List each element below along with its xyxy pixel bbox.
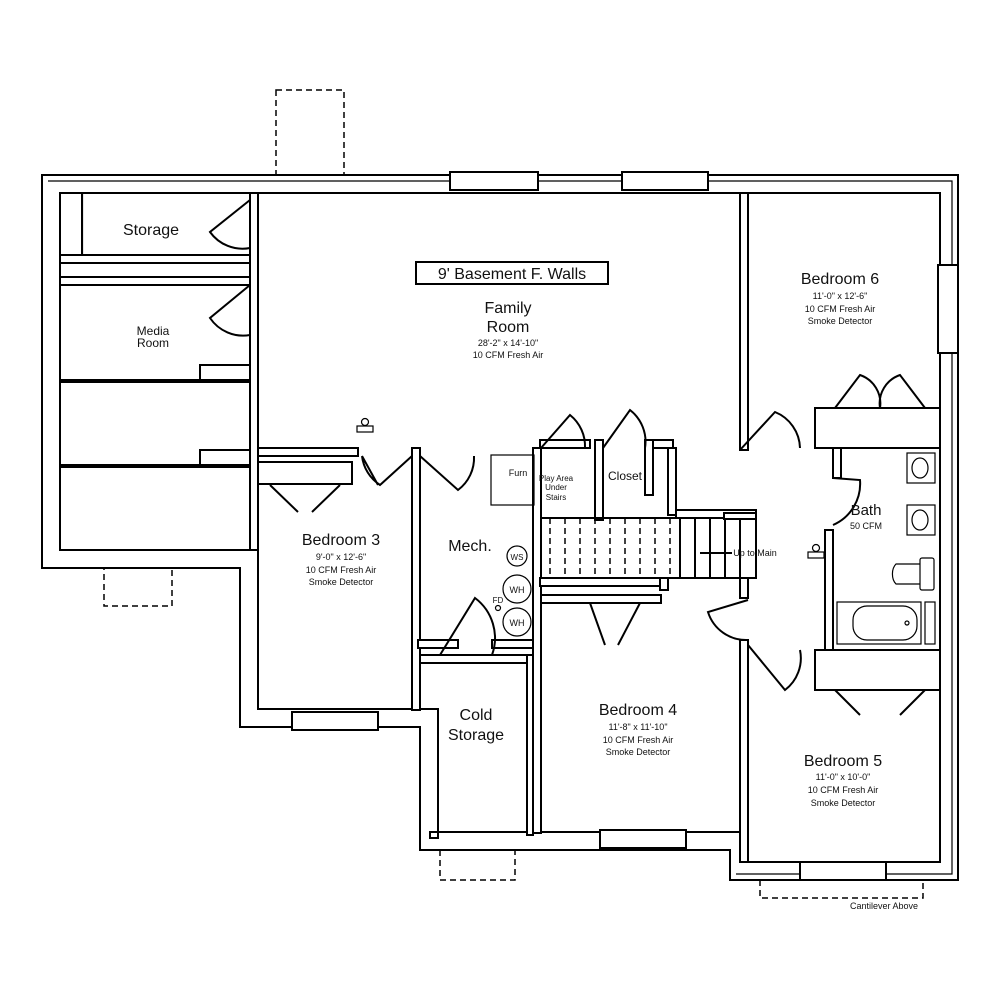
room-name: Bedroom 3: [302, 532, 380, 549]
window-well-outline: [103, 567, 173, 607]
room-name: Closet: [608, 469, 643, 483]
room-note: Smoke Detector: [309, 577, 374, 587]
room-note: 10 CFM Fresh Air: [306, 565, 377, 575]
room-note: Smoke Detector: [606, 747, 671, 757]
window: [599, 829, 687, 849]
water-softener-icon: [506, 545, 528, 567]
smoke-detector-icon: [807, 543, 825, 559]
room-dimensions: 11'-0" x 12'-6": [813, 291, 868, 301]
room-name: Media: [137, 324, 170, 338]
room-dimensions: 28'-2" x 14'-10": [478, 338, 538, 348]
smoke-detector-icon: [356, 417, 374, 433]
stair-direction-label: Up to Main: [733, 548, 777, 558]
window: [621, 171, 709, 191]
room-name: Bath: [851, 502, 882, 519]
room-name: Family: [484, 300, 531, 317]
window-well-outline: [439, 850, 516, 881]
fixture-label: Furn: [509, 468, 528, 478]
room-note: 10 CFM Fresh Air: [808, 785, 879, 795]
fixture-label: FD: [493, 596, 504, 605]
staircase: [540, 512, 757, 604]
room-name: Play Area: [539, 474, 574, 483]
furnace: [490, 454, 535, 506]
room-name: Under: [545, 483, 567, 492]
window: [291, 711, 379, 731]
room-name: Bedroom 6: [801, 271, 879, 288]
room-note: Smoke Detector: [811, 798, 876, 808]
bath-fixtures: [836, 452, 936, 645]
fixture-label: WH: [510, 585, 525, 595]
window: [799, 861, 887, 881]
room-note: Smoke Detector: [808, 316, 873, 326]
fixture-label: WS: [511, 553, 524, 562]
room-dimensions: 9'-0" x 12'-6": [316, 552, 366, 562]
chimney-outline: [275, 89, 345, 176]
exterior-wall: [41, 174, 959, 881]
water-heater-icon: [502, 607, 532, 637]
wall-height-box: [415, 261, 609, 285]
room-name: Cold: [460, 707, 493, 724]
room-dimensions: 11'-8" x 11'-10": [608, 722, 667, 732]
room-name: Bedroom 5: [804, 753, 882, 770]
window: [937, 264, 959, 354]
fixture-label: WH: [510, 618, 525, 628]
cantilever-outline: [759, 880, 924, 899]
doors: [208, 199, 926, 716]
room-dimensions: 11'-0" x 10'-0": [816, 772, 871, 782]
room-name: Room: [137, 336, 169, 350]
window: [449, 171, 539, 191]
room-name: Bedroom 4: [599, 702, 677, 719]
wall-height-label: 9' Basement F. Walls: [438, 266, 586, 283]
room-note: 10 CFM Fresh Air: [603, 735, 674, 745]
room-name: Stairs: [546, 493, 566, 502]
room-name: Room: [487, 319, 530, 336]
interior-walls: [59, 192, 941, 863]
floor-drain-icon: [494, 604, 502, 612]
room-name: Storage: [123, 222, 179, 239]
room-note: 10 CFM Fresh Air: [473, 350, 544, 360]
water-heater-icon: [502, 574, 532, 604]
cantilever-label: Cantilever Above: [850, 901, 918, 911]
room-note: 50 CFM: [850, 521, 882, 531]
room-note: 10 CFM Fresh Air: [805, 304, 876, 314]
room-name: Mech.: [448, 538, 492, 555]
room-name: Storage: [448, 727, 504, 744]
